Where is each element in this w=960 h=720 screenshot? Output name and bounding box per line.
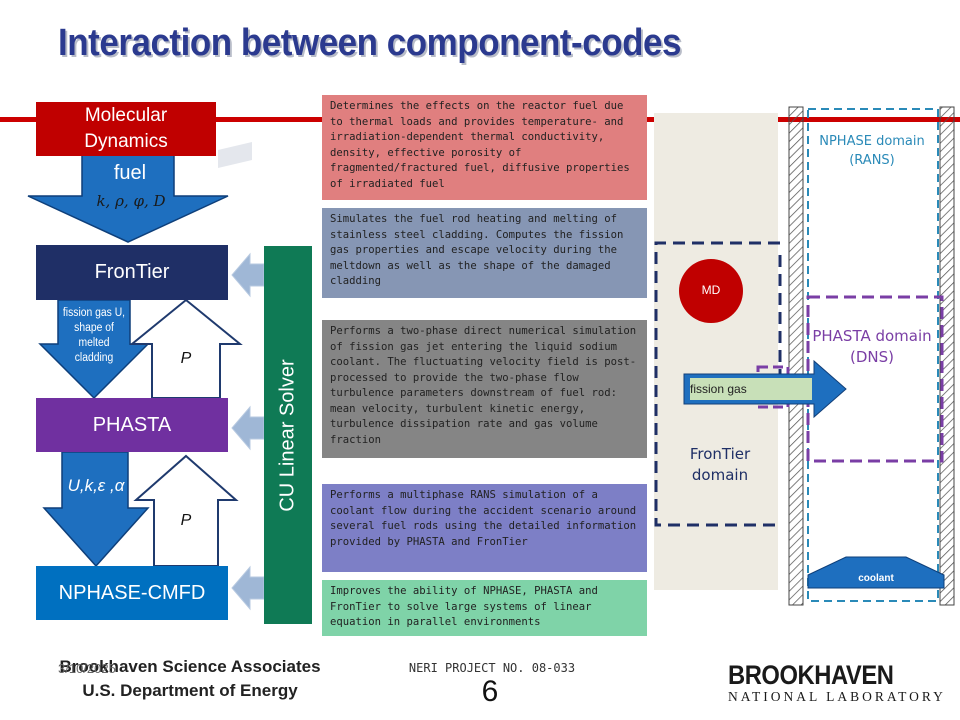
fuel-symbols: k, ρ, φ, D: [96, 192, 166, 210]
fuel-arrow: [27, 154, 229, 243]
footer-organization: Brookhaven Science Associates U.S. Depar…: [40, 655, 340, 703]
cu-linear-solver-bar: CU Linear Solver: [264, 246, 312, 624]
p-up-arrow-1: [129, 298, 243, 399]
footer-org-line2: U.S. Department of Energy: [82, 681, 298, 700]
slide-title: Interaction between component-codes: [58, 22, 681, 64]
description-frontier: Simulates the fuel rod heating and melti…: [322, 208, 647, 298]
p-label-1: P: [180, 350, 192, 367]
molecular-dynamics-box: Molecular Dynamics: [36, 102, 216, 156]
footer-org-line1: Brookhaven Science Associates: [59, 657, 321, 676]
frontier-box: FronTier: [36, 245, 228, 300]
footer-date: 3/10/2025: [58, 661, 116, 676]
logo-subtitle: NATIONAL LABORATORY: [728, 689, 946, 704]
footer-project: NERI PROJECT NO. 08-033: [408, 661, 576, 675]
phasta-box: PHASTA: [36, 398, 228, 452]
fuel-label: fuel: [113, 162, 147, 184]
fission-gas-arrow: [38, 299, 150, 400]
frontier-domain-border: [654, 241, 782, 527]
cu-linear-solver-label: CU Linear Solver: [276, 358, 299, 512]
ukea-label: U,k,ε ,α: [67, 476, 125, 495]
p-label-2: P: [180, 512, 192, 529]
logo-wordmark: BROOKHAVEN: [728, 660, 894, 690]
nphase-cmfd-label: NPHASE-CMFD: [58, 581, 206, 604]
solver-link-arrow-2: [231, 405, 265, 451]
solver-link-arrow-3: [231, 565, 265, 611]
left-wall-hatch: [788, 106, 804, 606]
fission-gas-domain-label: fission gas: [690, 382, 747, 396]
ukea-arrow: [42, 451, 150, 568]
brookhaven-logo: BROOKHAVEN NATIONAL LABORATORY: [728, 660, 948, 705]
page-number: 6: [481, 675, 499, 708]
left-flow-diagram: [27, 142, 265, 611]
solver-link-arrow-1: [231, 252, 265, 298]
description-nphase: Performs a multiphase RANS simulation of…: [322, 484, 647, 572]
molecular-dynamics-label: Molecular Dynamics: [84, 105, 168, 152]
frontier-domain-label: FronTier domain: [689, 445, 751, 484]
fission-gas-text: fission gas U, shape of melted cladding: [62, 307, 126, 364]
coolant-arrow: [807, 556, 945, 589]
phasta-label: PHASTA: [92, 413, 172, 436]
nphase-cmfd-box: NPHASE-CMFD: [36, 566, 228, 620]
description-solver: Improves the ability of NPHASE, PHASTA a…: [322, 580, 647, 636]
nphase-domain-label: NPHASE domain (RANS): [819, 134, 925, 168]
frontier-label: FronTier: [94, 261, 170, 283]
nphase-domain-border: [807, 108, 939, 602]
p-up-arrow-2: [133, 454, 239, 567]
md-circle: [679, 259, 743, 323]
description-phasta: Performs a two-phase direct numerical si…: [322, 320, 647, 458]
coolant-label: coolant: [858, 573, 894, 584]
right-wall-hatch: [939, 106, 955, 606]
frontier-domain-bg: [654, 113, 778, 590]
md-label: MD: [701, 283, 721, 297]
description-md: Determines the effects on the reactor fu…: [322, 95, 647, 200]
phasta-domain-label: PHASTA domain (DNS): [812, 327, 932, 366]
domain-illustration: [654, 106, 955, 606]
